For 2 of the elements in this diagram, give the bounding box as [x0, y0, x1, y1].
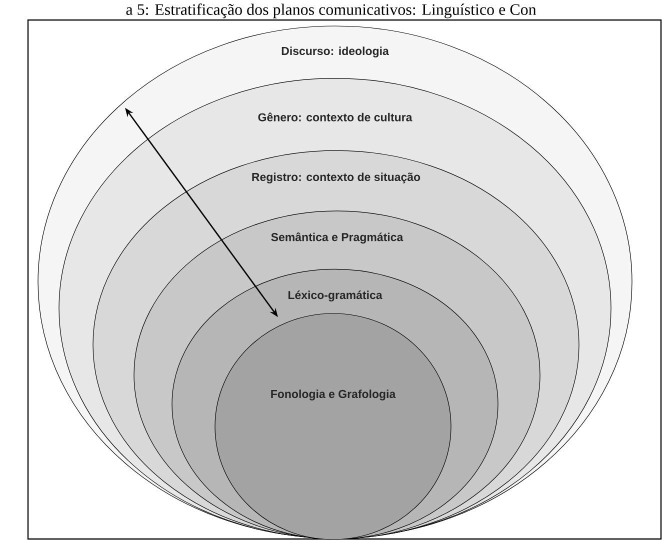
ellipse-layer: Fonologia e Grafologia	[214, 313, 452, 540]
caption-text: a 5: Estratificação dos planos comunicativos: Linguístico e Con	[126, 4, 536, 18]
